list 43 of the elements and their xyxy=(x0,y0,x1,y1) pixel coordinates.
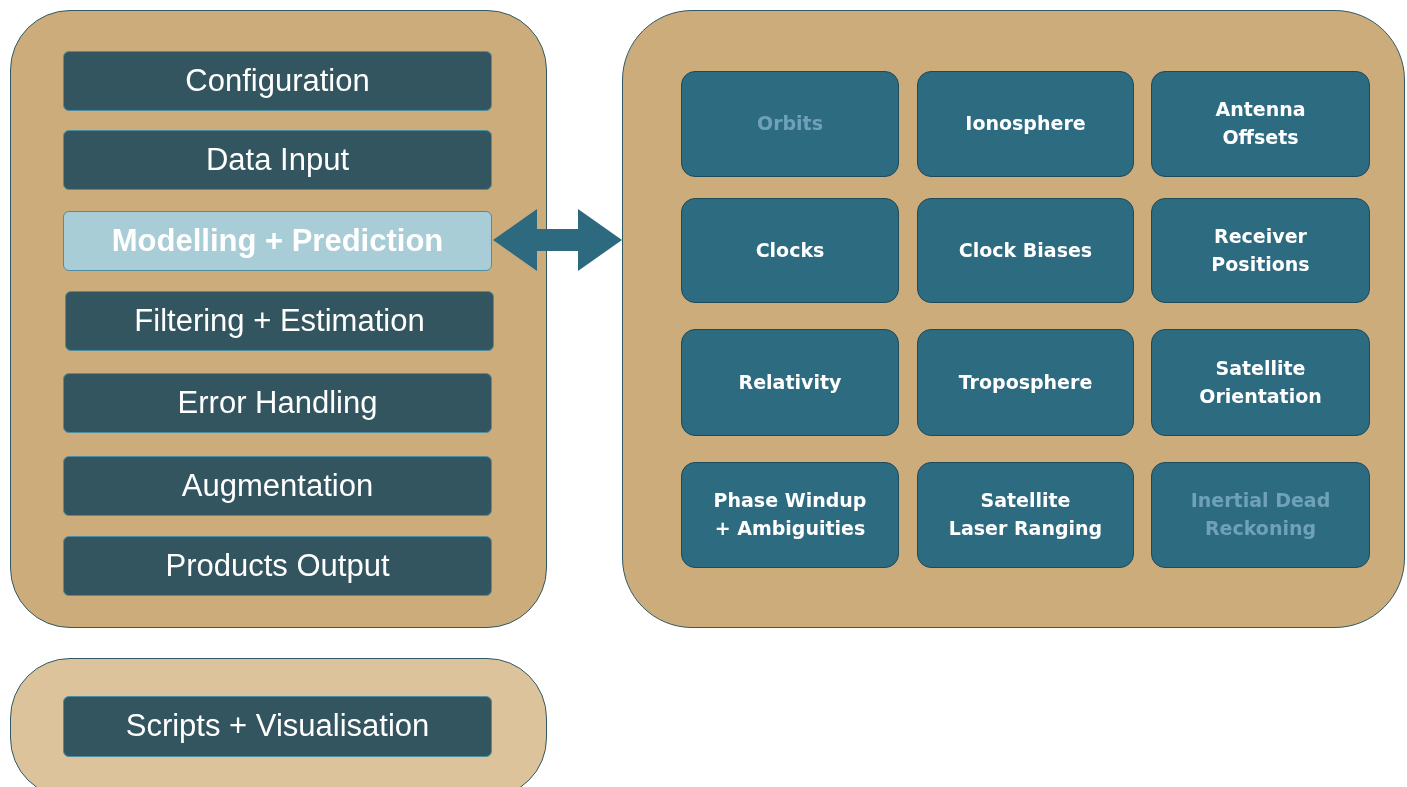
box-label: Scripts + Visualisation xyxy=(124,709,431,744)
box-label: Orbits xyxy=(756,111,824,137)
module-box xyxy=(1151,198,1370,303)
panel-background xyxy=(622,10,1405,628)
box-label: Receiver Positions xyxy=(1210,223,1311,277)
module-box xyxy=(681,198,899,303)
box-label: Configuration xyxy=(184,63,371,99)
box-label: Troposphere xyxy=(957,369,1094,395)
module-box xyxy=(681,329,899,436)
panel-background xyxy=(10,10,547,628)
component-box xyxy=(63,696,492,757)
box-label: Satellite Laser Ranging xyxy=(947,488,1104,541)
box-label: Clock Biases xyxy=(957,237,1094,263)
box-label: Products Output xyxy=(164,548,391,584)
component-box xyxy=(65,291,494,351)
box-label: Data Input xyxy=(204,142,350,178)
component-box xyxy=(63,536,492,596)
component-box xyxy=(63,130,492,190)
module-box xyxy=(681,71,899,177)
box-label: Ionosphere xyxy=(964,111,1087,137)
box-label: Satellite Orientation xyxy=(1198,355,1323,409)
box-label: Modelling + Prediction xyxy=(110,223,445,259)
component-box xyxy=(63,373,492,433)
module-box xyxy=(917,462,1134,568)
component-box xyxy=(63,456,492,516)
box-label: Inertial Dead Reckoning xyxy=(1189,488,1332,541)
double-arrow xyxy=(493,209,622,271)
box-label: Phase Windup + Ambiguities xyxy=(712,488,868,541)
box-label: Relativity xyxy=(737,369,843,395)
box-label: Error Handling xyxy=(176,385,379,421)
box-label: Augmentation xyxy=(180,468,375,504)
module-box xyxy=(917,329,1134,436)
component-box xyxy=(63,51,492,111)
box-label: Antenna Offsets xyxy=(1214,97,1307,150)
component-box xyxy=(63,211,492,271)
module-box xyxy=(917,71,1134,177)
module-box xyxy=(1151,329,1370,436)
module-box xyxy=(1151,462,1370,568)
box-label: Filtering + Estimation xyxy=(133,303,426,339)
module-box xyxy=(681,462,899,568)
module-box xyxy=(1151,71,1370,177)
box-label: Clocks xyxy=(754,237,826,263)
module-box xyxy=(917,198,1134,303)
